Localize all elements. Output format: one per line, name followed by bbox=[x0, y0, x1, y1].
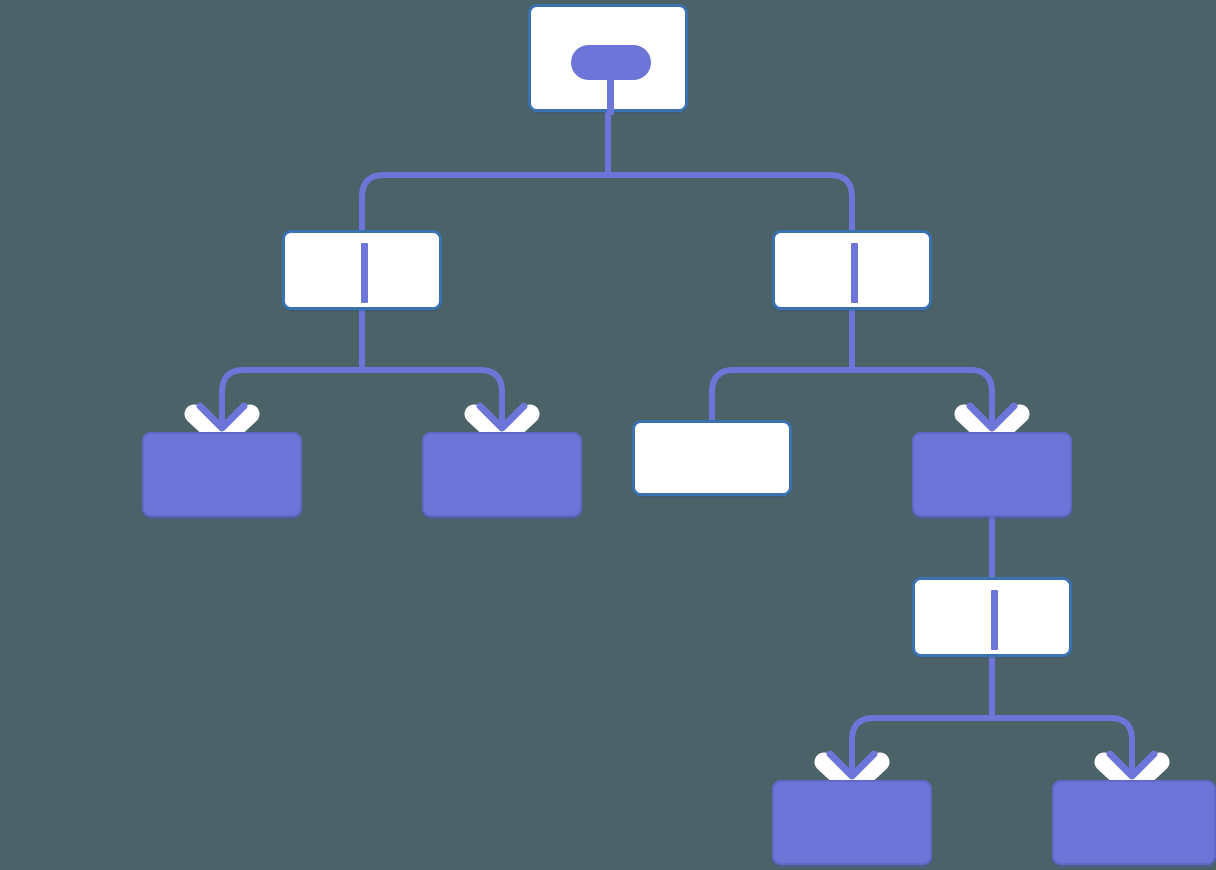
node-leaf-3[interactable] bbox=[772, 780, 932, 865]
edge-right-to-plain bbox=[709, 310, 855, 421]
node-leaf-4[interactable] bbox=[1052, 780, 1216, 865]
node-right-bar-glyph bbox=[851, 243, 858, 303]
edge-left-to-leaf2 bbox=[359, 310, 530, 440]
node-right[interactable] bbox=[772, 230, 932, 310]
root-pill-glyph bbox=[571, 45, 651, 80]
root-stem-glyph bbox=[607, 77, 614, 115]
node-leaf-1[interactable] bbox=[142, 432, 302, 517]
node-root[interactable] bbox=[528, 4, 688, 115]
edge-root-to-left bbox=[359, 112, 611, 230]
node-left-bar-glyph bbox=[361, 243, 368, 303]
edge-sub-to-leaf4 bbox=[989, 657, 1160, 788]
node-sub-bar-glyph bbox=[991, 590, 998, 650]
node-leaf-2[interactable] bbox=[422, 432, 582, 517]
edge-sub-to-leaf3 bbox=[824, 657, 995, 788]
node-branch[interactable] bbox=[912, 432, 1072, 517]
node-plain[interactable] bbox=[632, 420, 792, 496]
node-left[interactable] bbox=[282, 230, 442, 310]
edge-right-to-branch bbox=[849, 310, 1020, 440]
node-sub[interactable] bbox=[912, 577, 1072, 657]
edge-root-to-right bbox=[605, 112, 855, 230]
edge-left-to-leaf1 bbox=[194, 310, 365, 440]
